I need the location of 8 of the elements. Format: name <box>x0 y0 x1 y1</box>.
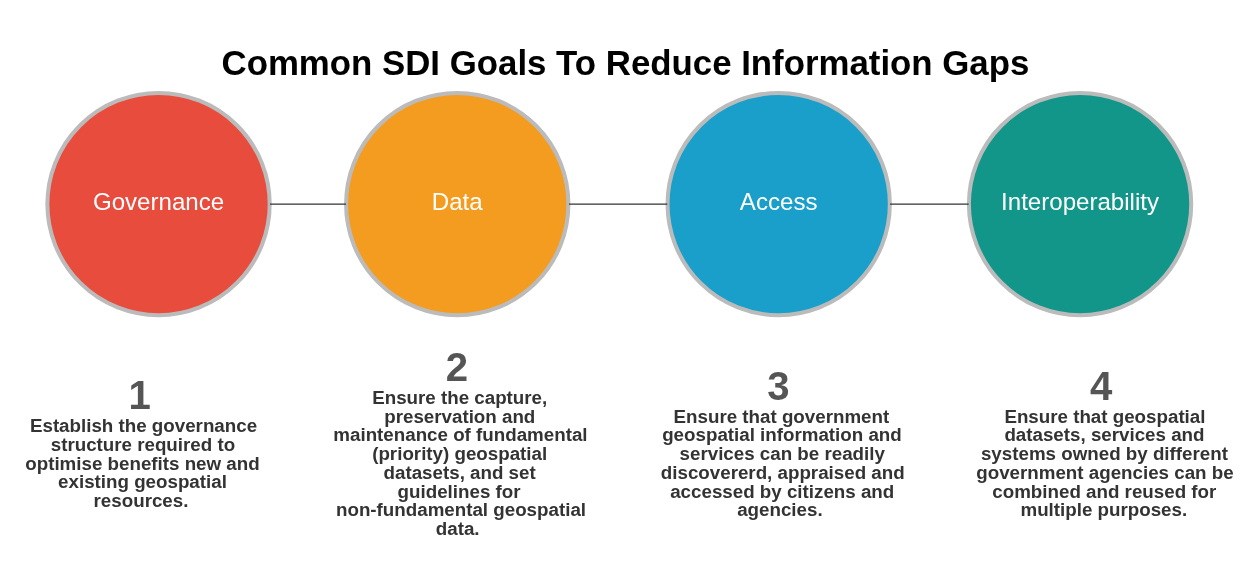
connector <box>568 202 668 205</box>
connector <box>889 202 970 205</box>
diagram-title: Common SDI Goals To Reduce Information Gaps <box>221 42 1030 82</box>
node-circle: Data <box>344 90 571 317</box>
connector <box>269 202 347 205</box>
node-circle: Governance <box>45 90 272 317</box>
node-circle: Interoperability <box>966 90 1194 317</box>
node-circle: Access <box>665 90 892 317</box>
